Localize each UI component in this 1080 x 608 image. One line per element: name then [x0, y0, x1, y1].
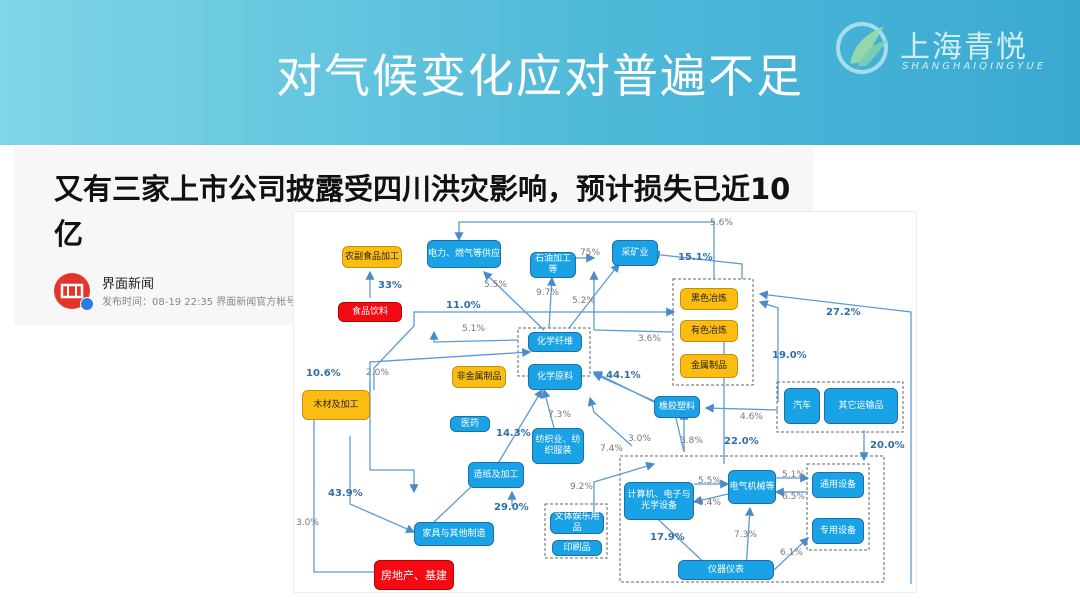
node-chemical-raw-materials: 化学原料: [528, 364, 582, 390]
node-chemical-fiber: 化学纤维: [528, 332, 582, 352]
node-real-estate-infrastructure: 房地产、基建: [374, 560, 454, 590]
transport-group-box: [776, 381, 904, 433]
node-metal-products: 金属制品: [680, 354, 738, 378]
flow-label: 3.0%: [296, 518, 319, 528]
node-wood-processing: 木材及加工: [302, 390, 370, 420]
flow-label: 3.6%: [638, 334, 661, 344]
flow-label: 14.3%: [496, 428, 531, 439]
flow-label: 5.5%: [698, 476, 721, 486]
flow-label: 5.2%: [572, 296, 595, 306]
node-nonferrous-smelting: 有色冶炼: [680, 320, 738, 342]
node-instruments: 仪器仪表: [678, 560, 774, 580]
flow-label: 6.1%: [780, 548, 803, 558]
flow-label: 6.5%: [782, 492, 805, 502]
flow-label: 33%: [378, 280, 402, 291]
node-pharmaceuticals: 医药: [450, 416, 490, 432]
slide-header: 对气候变化应对普遍不足 上海青悦 SHANGHAIQINGYUE: [0, 0, 1080, 145]
flow-label: 27.2%: [826, 307, 861, 318]
logo-english-text: SHANGHAIQINGYUE: [902, 61, 1047, 72]
stationery-group-box: [544, 503, 608, 559]
flow-label: 19.0%: [772, 350, 807, 361]
node-power-gas-supply: 电力、燃气等供应: [427, 240, 501, 268]
node-computers-electronics: 计算机、电子与光学设备: [624, 482, 694, 520]
node-paper-processing: 造纸及加工: [468, 462, 524, 488]
news-meta: 发布时间：08-19 22:35 界面新闻官方帐号: [102, 297, 297, 308]
equipment-group-box: [619, 455, 885, 583]
flow-label: 9.7%: [536, 288, 559, 298]
node-petroleum-processing: 石油加工等: [530, 252, 576, 278]
node-printing: 印刷品: [552, 540, 602, 556]
flow-label: 22.0%: [724, 436, 759, 447]
logo-chinese-text: 上海青悦: [900, 30, 1028, 65]
node-agri-food-processing: 农副食品加工: [342, 246, 402, 268]
flow-label: 17.9%: [650, 532, 685, 543]
industry-impact-diagram: 电力、燃气等供应 石油加工等 采矿业 农副食品加工 食品饮料 黑色冶炼 有色冶炼…: [294, 212, 916, 592]
flow-label: 4.6%: [740, 412, 763, 422]
flow-label: 5.1%: [462, 324, 485, 334]
node-textile-apparel: 纺织业、纺织服装: [532, 428, 584, 464]
flow-label: 5.1%: [782, 470, 805, 480]
leaf-logo-icon: [836, 22, 888, 74]
flow-label: 5.6%: [710, 218, 733, 228]
news-source[interactable]: 界面新闻: [102, 277, 155, 292]
general-equipment-box: [806, 463, 870, 551]
news-headline[interactable]: 又有三家上市公司披露受四川洪灾影响，预计损失已近10亿: [54, 172, 791, 251]
flow-label: 43.9%: [328, 488, 363, 499]
flow-label: 3.8%: [680, 436, 703, 446]
node-ferrous-smelting: 黑色冶炼: [680, 288, 738, 310]
diagram-connectors: [313, 221, 912, 584]
flow-label: 75%: [580, 248, 601, 258]
node-food-beverage: 食品饮料: [338, 302, 402, 322]
flow-label: 15.1%: [678, 252, 713, 263]
node-furniture-other-mfg: 家具与其他制造: [414, 522, 494, 546]
flow-label: 11.0%: [446, 300, 481, 311]
node-electrical-machinery: 电气机械等: [728, 470, 776, 504]
flow-label: 6.4%: [698, 498, 721, 508]
flow-label: 20.0%: [870, 440, 905, 451]
flow-label: 3.0%: [628, 434, 651, 444]
node-nonmetal-products: 非金属制品: [452, 366, 506, 388]
newspaper-logo-icon: [60, 283, 84, 299]
node-rubber-plastics: 橡胶塑料: [654, 396, 700, 418]
node-special-equipment: 专用设备: [812, 518, 864, 544]
verified-badge-icon: [80, 297, 94, 311]
flow-label: 7.3%: [734, 530, 757, 540]
flow-label: 44.1%: [606, 370, 641, 381]
flow-label: 29.0%: [494, 502, 529, 513]
flow-label: 10.6%: [306, 368, 341, 379]
node-automobiles: 汽车: [784, 388, 820, 424]
metal-group-box: [672, 278, 754, 386]
flow-label: 2.0%: [366, 368, 389, 378]
flow-label: 9.2%: [570, 482, 593, 492]
node-mining: 采矿业: [612, 240, 658, 266]
flow-label: 7.3%: [548, 410, 571, 420]
node-general-equipment: 通用设备: [812, 472, 864, 498]
node-stationery-recreation: 文体娱乐用品: [550, 512, 604, 534]
node-other-transport: 其它运输品: [824, 388, 898, 424]
slide-title: 对气候变化应对普遍不足: [276, 49, 804, 103]
flow-label: 7.4%: [600, 444, 623, 454]
brand-logo: 上海青悦 SHANGHAIQINGYUE: [832, 16, 1047, 76]
flow-label: 5.5%: [484, 280, 507, 290]
